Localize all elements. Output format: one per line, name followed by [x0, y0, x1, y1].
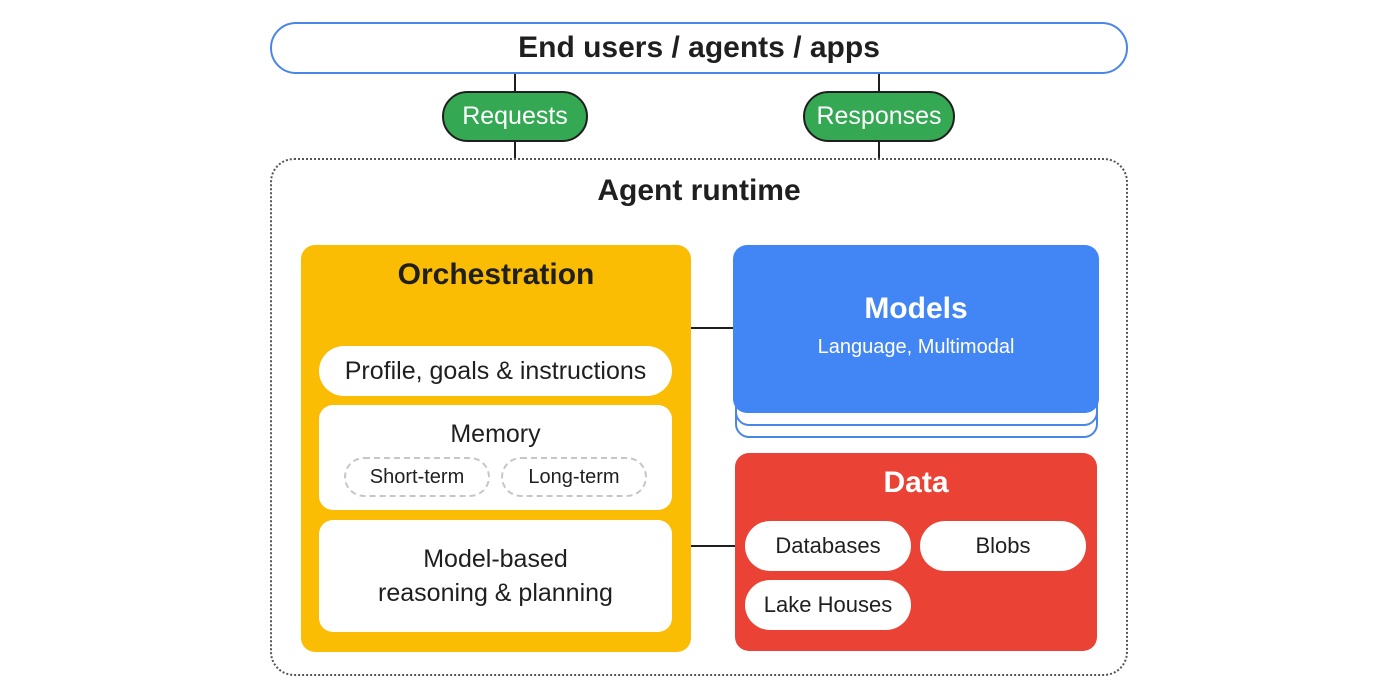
reasoning-line-1: Model-based: [423, 545, 568, 573]
memory-title: Memory: [450, 420, 541, 448]
models-panel: [733, 245, 1099, 413]
orchestration-models-connector: [691, 327, 735, 329]
responses-top-connector: [878, 74, 880, 92]
agent-runtime-container: [270, 158, 1128, 676]
data-title: Data: [883, 466, 949, 499]
requests-pill: Requests: [442, 91, 588, 142]
databases-pill: Databases: [745, 521, 911, 571]
end-users-bar: End users / agents / apps: [270, 22, 1128, 74]
models-subtitle: Language, Multimodal: [817, 336, 1015, 358]
reasoning-card: Model-based reasoning & planning: [319, 520, 672, 632]
profile-goals-card: Profile, goals & instructions: [319, 346, 672, 396]
responses-bottom-connector: [878, 141, 880, 160]
models-title: Models: [864, 292, 968, 325]
requests-bottom-connector: [514, 141, 516, 160]
short-term-pill: Short-term: [344, 457, 490, 497]
orchestration-data-connector: [691, 545, 735, 547]
orchestration-title: Orchestration: [397, 258, 595, 291]
lake-houses-pill: Lake Houses: [745, 580, 911, 630]
agent-runtime-title: Agent runtime: [597, 174, 801, 207]
requests-top-connector: [514, 74, 516, 92]
responses-pill: Responses: [803, 91, 955, 142]
reasoning-line-2: reasoning & planning: [378, 579, 613, 607]
blobs-pill: Blobs: [920, 521, 1086, 571]
long-term-pill: Long-term: [501, 457, 647, 497]
